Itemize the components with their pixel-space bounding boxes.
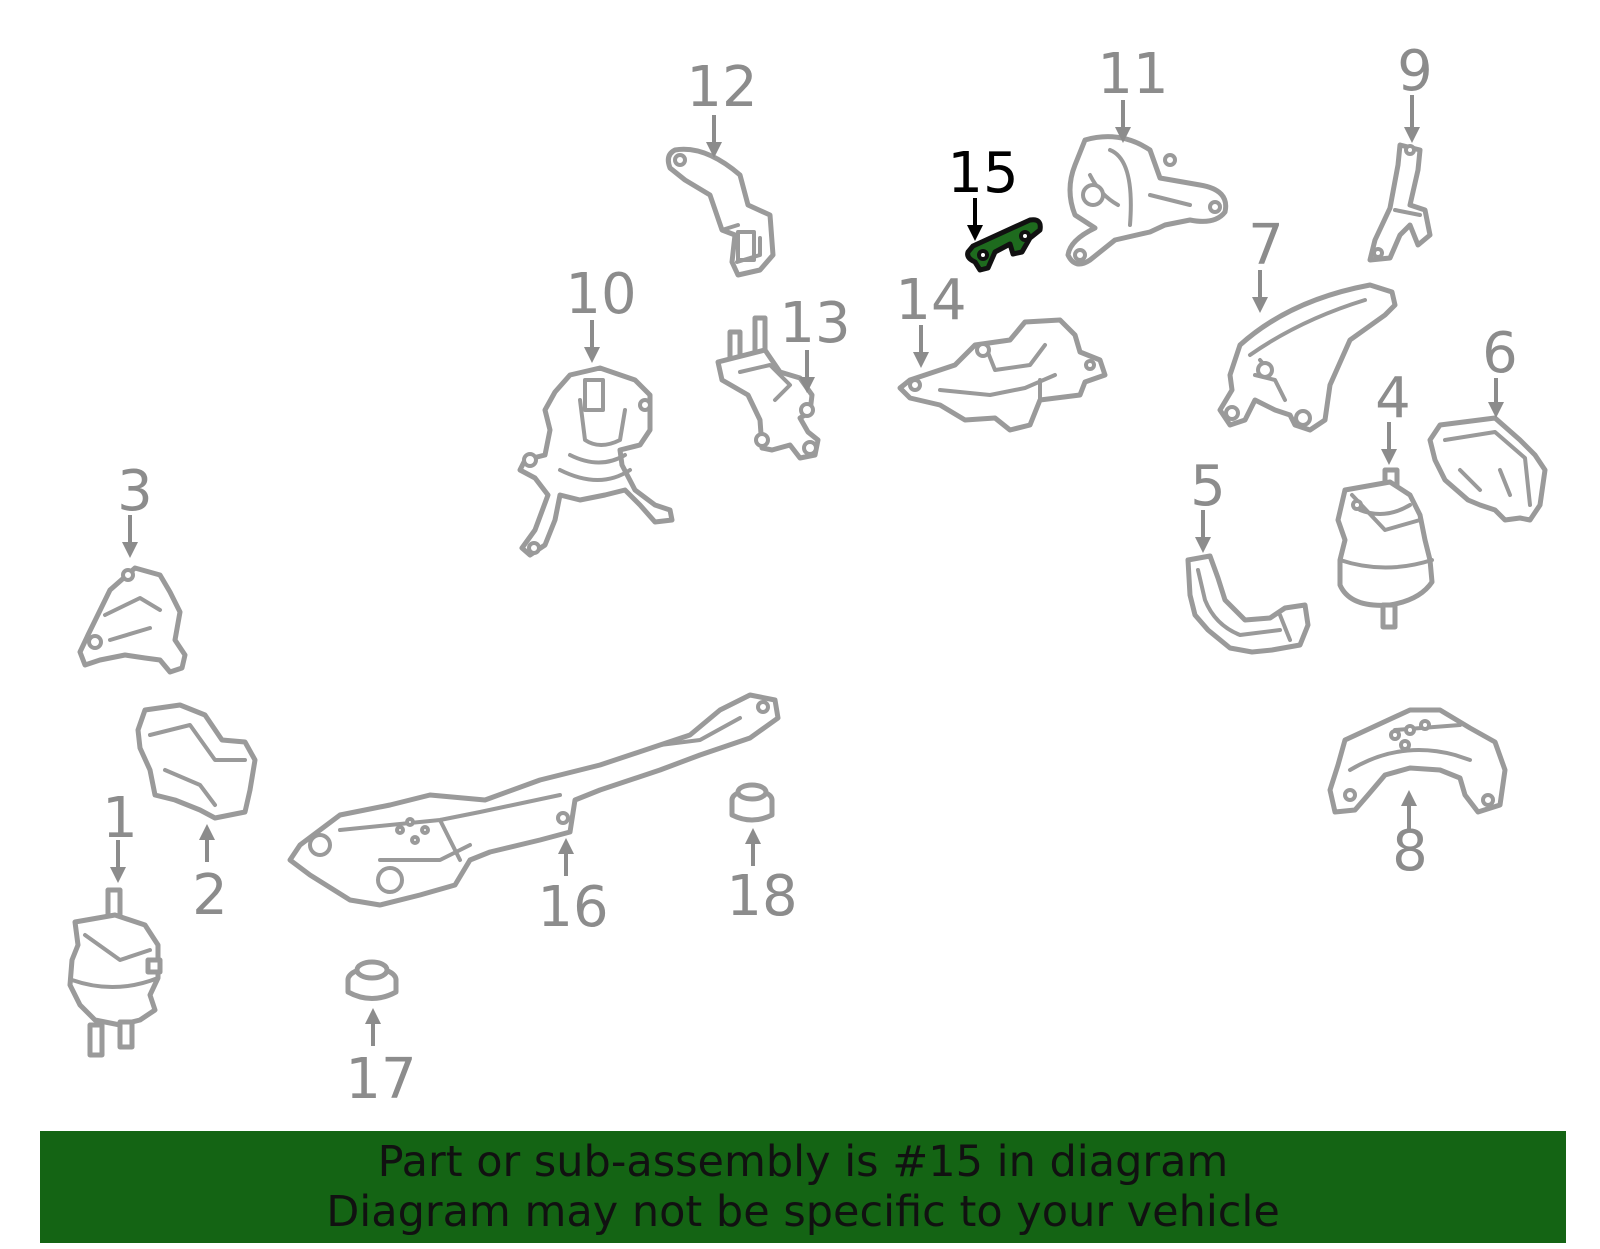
callout-17: 17 xyxy=(345,1047,416,1112)
part-13-drawing xyxy=(715,315,821,461)
part-5-drawing xyxy=(1185,553,1311,655)
info-banner: Part or sub-assembly is #15 in diagram D… xyxy=(40,1131,1566,1243)
callout-1: 1 xyxy=(102,786,138,851)
banner-line-2: Diagram may not be specific to your vehi… xyxy=(326,1187,1280,1237)
callout-9: 9 xyxy=(1397,39,1433,104)
callout-3: 3 xyxy=(117,459,153,524)
callout-12: 12 xyxy=(686,55,757,120)
callout-11: 11 xyxy=(1097,42,1168,107)
part-18-drawing xyxy=(729,782,775,823)
callout-15: 15 xyxy=(947,141,1018,206)
callout-4: 4 xyxy=(1375,366,1411,431)
part-15-drawing xyxy=(965,217,1043,273)
callout-13: 13 xyxy=(779,291,850,356)
part-2-drawing xyxy=(135,702,258,821)
callout-5: 5 xyxy=(1190,454,1226,519)
part-16-drawing xyxy=(287,692,781,908)
part-3-drawing xyxy=(77,565,188,675)
callout-7: 7 xyxy=(1248,213,1284,278)
part-12-drawing xyxy=(665,146,776,278)
part-8-drawing xyxy=(1327,707,1508,815)
callout-18: 18 xyxy=(726,864,797,929)
callout-6: 6 xyxy=(1482,321,1518,386)
part-4-drawing xyxy=(1335,467,1435,630)
banner-line-1: Part or sub-assembly is #15 in diagram xyxy=(377,1137,1229,1187)
part-14-drawing xyxy=(897,317,1108,433)
callout-16: 16 xyxy=(537,875,608,940)
part-9-drawing xyxy=(1367,142,1433,263)
part-6-drawing xyxy=(1427,415,1548,523)
callout-arrows xyxy=(110,95,1504,1046)
callout-2: 2 xyxy=(192,863,228,928)
callout-14: 14 xyxy=(895,268,966,333)
part-11-drawing xyxy=(1065,134,1229,267)
part-1-drawing xyxy=(67,887,163,1058)
callout-numbers: 1 2 3 4 5 6 7 8 9 10 11 12 13 14 15 16 1… xyxy=(102,39,1518,1112)
part-10-drawing xyxy=(517,365,675,558)
part-7-drawing xyxy=(1217,282,1398,433)
callout-10: 10 xyxy=(565,262,636,327)
part-17-drawing xyxy=(345,959,399,1001)
callout-8: 8 xyxy=(1392,819,1428,884)
